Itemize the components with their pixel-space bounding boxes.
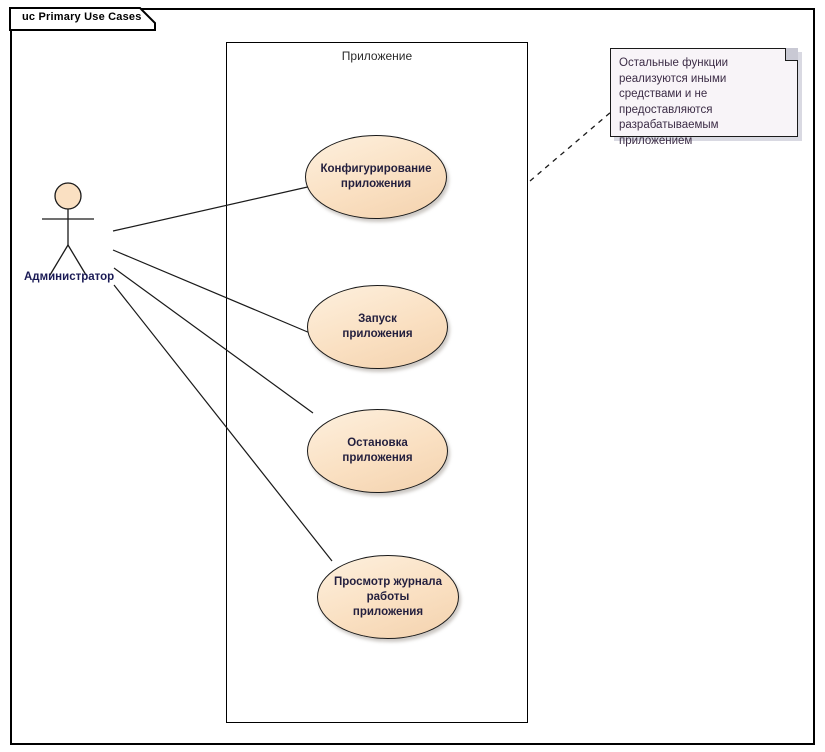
system-boundary-title: Приложение [341, 49, 413, 63]
frame-title: uc Primary Use Cases [22, 11, 142, 23]
note-box[interactable]: Остальные функции реализуются иными сред… [610, 48, 798, 147]
use-case-stop-label: Остановка приложения [342, 437, 413, 464]
use-case-view-log-label: Просмотр журнала работы приложения [334, 575, 442, 618]
use-case-configure[interactable]: Конфигурирование приложения [305, 135, 447, 219]
note-body [610, 48, 798, 137]
note-fold-corner-icon [785, 48, 798, 61]
use-case-start-label: Запуск приложения [342, 313, 413, 340]
note-text: Остальные функции реализуются иными сред… [619, 57, 729, 147]
use-case-start[interactable]: Запуск приложения [307, 285, 448, 369]
use-case-configure-label: Конфигурирование приложения [320, 163, 432, 190]
diagram-frame [10, 8, 815, 745]
use-case-stop[interactable]: Остановка приложения [307, 409, 448, 493]
use-case-view-log[interactable]: Просмотр журнала работы приложения [317, 555, 459, 639]
actor-name-label: Администратор [24, 271, 115, 283]
